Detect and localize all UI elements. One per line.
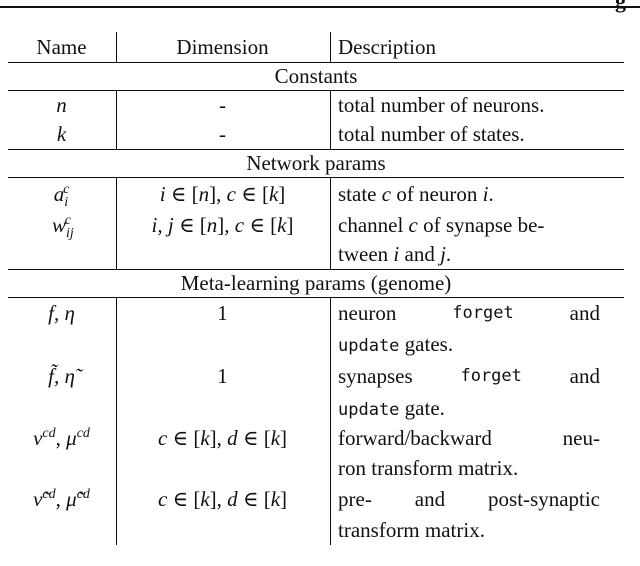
description-cell: update gate. <box>338 396 445 420</box>
section-title-constants: Constants <box>274 64 358 88</box>
section-title-meta: Meta-learning params (genome) <box>180 271 452 295</box>
symbol-k: k <box>56 122 67 146</box>
top-rule <box>0 6 640 8</box>
description-cell: state c of neuron i. <box>338 182 494 206</box>
parameter-table: Name Dimension Description Constants n -… <box>8 32 624 545</box>
symbol-nu-tilde-mu-tilde: ν̃cd, μ̃cd <box>33 487 90 511</box>
symbol-w: wijc <box>51 213 74 242</box>
dimension-cell: c ∈ [k], d ∈ [k] <box>157 426 288 450</box>
dimension-cell: 1 <box>217 364 228 388</box>
description-cell: channel c of synapse be- <box>338 213 545 237</box>
header-description: Description <box>338 35 436 59</box>
table-row: wijc i, j ∈ [n], c ∈ [k] channel c of sy… <box>8 210 624 242</box>
table-row-continued: transform matrix. <box>8 516 624 545</box>
symbol-f-eta: f, η <box>48 301 75 325</box>
header-name: Name <box>36 35 87 59</box>
section-title-network: Network params <box>246 151 386 175</box>
description-cell: transform matrix. <box>338 518 485 542</box>
table-header-row: Name Dimension Description <box>8 32 624 62</box>
description-cell: ron transform matrix. <box>338 456 519 480</box>
dimension-cell: i, j ∈ [n], c ∈ [k] <box>151 213 294 237</box>
table-row: aic i ∈ [n], c ∈ [k] state c of neuron i… <box>8 178 624 210</box>
dimension-cell: - <box>219 122 226 146</box>
symbol-f-tilde-eta-tilde: f̃, η̃ <box>48 364 75 388</box>
description-cell: tween i and j. <box>338 242 452 266</box>
description-cell: total number of states. <box>338 122 525 146</box>
symbol-n: n <box>56 93 67 117</box>
dimension-cell: c ∈ [k], d ∈ [k] <box>157 487 288 511</box>
description-cell: update gates. <box>338 332 454 356</box>
symbol-nu-mu: νcd, μcd <box>33 426 90 450</box>
table-row-continued: update gates. <box>8 329 624 359</box>
description-cell: total number of neurons. <box>338 93 545 117</box>
table-row-continued: update gate. <box>8 393 624 423</box>
table-row: k - total number of states. <box>8 120 624 149</box>
rule <box>8 62 624 63</box>
table-row: νcd, μcd c ∈ [k], d ∈ [k] forward/backwa… <box>8 423 624 454</box>
table-row: n - total number of neurons. <box>8 91 624 120</box>
dimension-cell: - <box>219 93 226 117</box>
table-row-continued: ron transform matrix. <box>8 454 624 483</box>
table-row-continued: tween i and j. <box>8 240 624 269</box>
header-dimension: Dimension <box>176 35 269 59</box>
header-fragment: g <box>615 0 626 13</box>
dimension-cell: i ∈ [n], c ∈ [k] <box>159 182 286 206</box>
symbol-a: aic <box>53 182 70 211</box>
dimension-cell: 1 <box>217 301 228 325</box>
